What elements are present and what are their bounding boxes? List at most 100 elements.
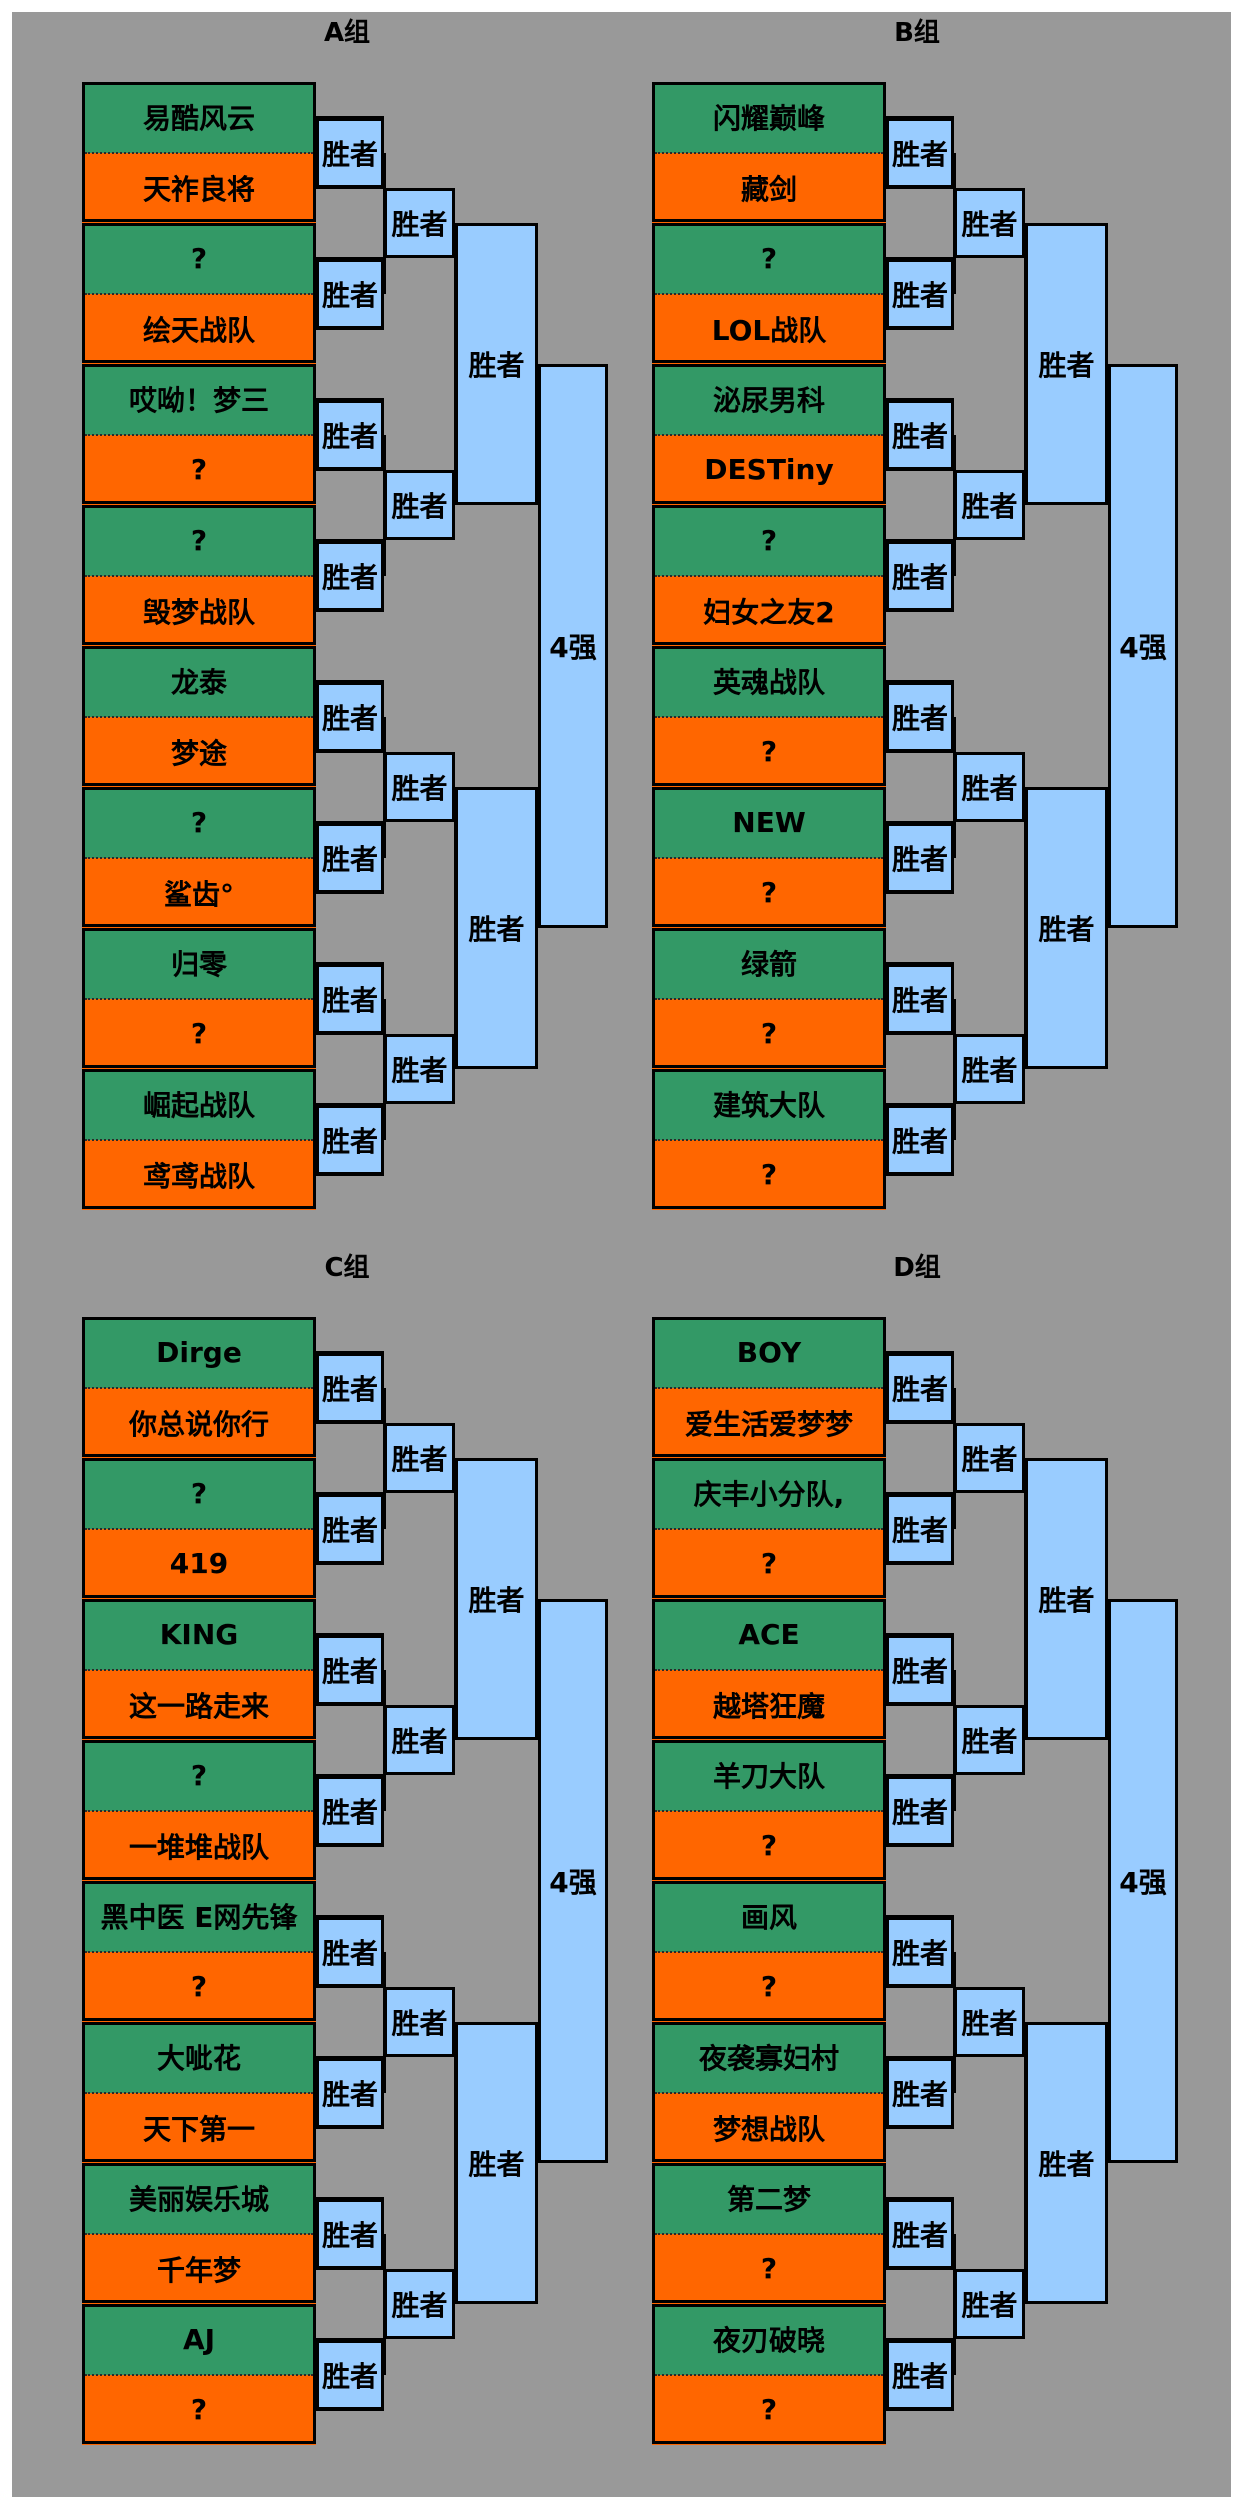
winner-box-r1[interactable]: 胜者 bbox=[886, 963, 954, 1034]
team-slot: ? bbox=[652, 505, 886, 576]
winner-box-r2[interactable]: 胜者 bbox=[954, 188, 1025, 258]
winner-box-r1[interactable]: 胜者 bbox=[886, 258, 954, 329]
team-slot: 归零 bbox=[82, 928, 316, 999]
winner-box-r2[interactable]: 胜者 bbox=[384, 1423, 455, 1493]
winner-box-r1[interactable]: 胜者 bbox=[886, 1634, 954, 1705]
connector-line bbox=[316, 2337, 384, 2341]
winner-box-r1[interactable]: 胜者 bbox=[886, 117, 954, 188]
winner-box-r1[interactable]: 胜者 bbox=[886, 1352, 954, 1423]
winner-box-r3[interactable]: 胜者 bbox=[1025, 1458, 1108, 1740]
winner-box-r1[interactable]: 胜者 bbox=[886, 540, 954, 611]
winner-box-r1[interactable]: 胜者 bbox=[316, 1916, 384, 1987]
winner-box-r3[interactable]: 胜者 bbox=[1025, 787, 1108, 1069]
winner-box-r2[interactable]: 胜者 bbox=[384, 2269, 455, 2339]
connector-line bbox=[316, 327, 384, 331]
connector-line bbox=[886, 1632, 954, 1636]
top4-box[interactable]: 4强 bbox=[1108, 364, 1178, 928]
top4-box[interactable]: 4强 bbox=[1108, 1599, 1178, 2163]
winner-box-r1[interactable]: 胜者 bbox=[886, 1916, 954, 1987]
winner-box-r2[interactable]: 胜者 bbox=[384, 188, 455, 258]
team-slot: 一堆堆战队 bbox=[82, 1810, 316, 1881]
team-slot: 梦途 bbox=[82, 716, 316, 787]
team-slot: ? bbox=[652, 857, 886, 928]
winner-box-r2[interactable]: 胜者 bbox=[954, 752, 1025, 822]
team-slot: 你总说你行 bbox=[82, 1387, 316, 1458]
team-slot: ? bbox=[82, 505, 316, 576]
team-slot: 泌尿男科 bbox=[652, 364, 886, 435]
connector-line bbox=[886, 891, 954, 895]
winner-box-r1[interactable]: 胜者 bbox=[316, 1352, 384, 1423]
winner-box-r2[interactable]: 胜者 bbox=[384, 752, 455, 822]
connector-line bbox=[316, 750, 384, 754]
team-slot: KING bbox=[82, 1599, 316, 1670]
team-slot: 爱生活爱梦梦 bbox=[652, 1387, 886, 1458]
winner-box-r3[interactable]: 胜者 bbox=[455, 787, 538, 1069]
winner-box-r1[interactable]: 胜者 bbox=[316, 540, 384, 611]
connector-line bbox=[316, 397, 384, 401]
winner-box-r1[interactable]: 胜者 bbox=[886, 1104, 954, 1175]
connector-line bbox=[886, 2337, 954, 2341]
team-slot: ? bbox=[652, 1951, 886, 2022]
team-slot: 夜刃破晓 bbox=[652, 2304, 886, 2375]
winner-box-r2[interactable]: 胜者 bbox=[954, 1987, 1025, 2057]
winner-box-r1[interactable]: 胜者 bbox=[316, 822, 384, 893]
winner-box-r1[interactable]: 胜者 bbox=[316, 2057, 384, 2128]
winner-box-r1[interactable]: 胜者 bbox=[886, 822, 954, 893]
winner-box-r2[interactable]: 胜者 bbox=[384, 1705, 455, 1775]
connector-line bbox=[886, 1914, 954, 1918]
top4-box[interactable]: 4强 bbox=[538, 364, 608, 928]
winner-box-r2[interactable]: 胜者 bbox=[384, 1987, 455, 2057]
winner-box-r2[interactable]: 胜者 bbox=[954, 470, 1025, 540]
winner-box-r2[interactable]: 胜者 bbox=[954, 1423, 1025, 1493]
team-slot: ? bbox=[652, 1810, 886, 1881]
winner-box-r1[interactable]: 胜者 bbox=[886, 2339, 954, 2410]
group-title: C组 bbox=[324, 1253, 370, 1283]
winner-box-r1[interactable]: 胜者 bbox=[886, 1775, 954, 1846]
winner-box-r2[interactable]: 胜者 bbox=[384, 1034, 455, 1104]
winner-box-r3[interactable]: 胜者 bbox=[1025, 223, 1108, 505]
winner-box-r1[interactable]: 胜者 bbox=[316, 1634, 384, 1705]
team-slot: 天祚良将 bbox=[82, 152, 316, 223]
winner-box-r1[interactable]: 胜者 bbox=[316, 399, 384, 470]
winner-box-r1[interactable]: 胜者 bbox=[886, 681, 954, 752]
winner-box-r2[interactable]: 胜者 bbox=[954, 1705, 1025, 1775]
team-slot: BOY bbox=[652, 1317, 886, 1388]
team-slot: LOL战队 bbox=[652, 293, 886, 364]
winner-box-r1[interactable]: 胜者 bbox=[886, 399, 954, 470]
connector-line bbox=[316, 256, 384, 260]
winner-box-r3[interactable]: 胜者 bbox=[455, 223, 538, 505]
connector-line bbox=[316, 1914, 384, 1918]
winner-box-r1[interactable]: 胜者 bbox=[316, 1104, 384, 1175]
connector-line bbox=[316, 1985, 384, 1989]
winner-box-r1[interactable]: 胜者 bbox=[886, 2198, 954, 2269]
winner-box-r3[interactable]: 胜者 bbox=[455, 2022, 538, 2304]
connector-line bbox=[886, 1350, 954, 1354]
team-slot: ? bbox=[652, 716, 886, 787]
winner-box-r1[interactable]: 胜者 bbox=[316, 1493, 384, 1564]
team-slot: 第二梦 bbox=[652, 2163, 886, 2234]
winner-box-r1[interactable]: 胜者 bbox=[886, 1493, 954, 1564]
connector-line bbox=[316, 1491, 384, 1495]
group-title: A组 bbox=[323, 18, 371, 48]
winner-box-r3[interactable]: 胜者 bbox=[455, 1458, 538, 1740]
winner-box-r1[interactable]: 胜者 bbox=[316, 2198, 384, 2269]
winner-box-r1[interactable]: 胜者 bbox=[886, 2057, 954, 2128]
winner-box-r1[interactable]: 胜者 bbox=[316, 117, 384, 188]
team-slot: 绘天战队 bbox=[82, 293, 316, 364]
winner-box-r1[interactable]: 胜者 bbox=[316, 258, 384, 329]
winner-box-r2[interactable]: 胜者 bbox=[384, 470, 455, 540]
winner-box-r3[interactable]: 胜者 bbox=[1025, 2022, 1108, 2304]
winner-box-r1[interactable]: 胜者 bbox=[316, 963, 384, 1034]
winner-box-r1[interactable]: 胜者 bbox=[316, 681, 384, 752]
winner-box-r2[interactable]: 胜者 bbox=[954, 1034, 1025, 1104]
connector-line bbox=[886, 1985, 954, 1989]
winner-box-r1[interactable]: 胜者 bbox=[316, 1775, 384, 1846]
team-slot: 鲨齿° bbox=[82, 857, 316, 928]
connector-line bbox=[316, 2196, 384, 2200]
winner-box-r1[interactable]: 胜者 bbox=[316, 2339, 384, 2410]
team-slot: Dirge bbox=[82, 1317, 316, 1388]
team-slot: 美丽娱乐城 bbox=[82, 2163, 316, 2234]
team-slot: ? bbox=[82, 787, 316, 858]
top4-box[interactable]: 4强 bbox=[538, 1599, 608, 2163]
winner-box-r2[interactable]: 胜者 bbox=[954, 2269, 1025, 2339]
